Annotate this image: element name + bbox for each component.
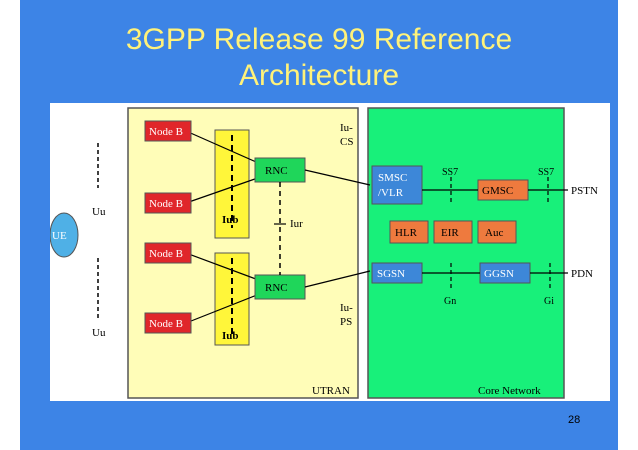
smsc-label-2: /VLR [378, 187, 404, 199]
gi-label: Gi [544, 296, 554, 307]
slide-title: 3GPP Release 99 Reference Architecture [20, 22, 618, 94]
architecture-diagram: UTRAN Core Network Uu Uu UE Iub Iub [50, 103, 610, 401]
core-network-region [367, 107, 565, 399]
slide-title-line1: 3GPP Release 99 Reference [125, 23, 513, 56]
smsc-vlr-box [371, 165, 423, 205]
auc-box [477, 220, 517, 244]
node-b-4-label: Node B [149, 318, 183, 330]
uu-label-top: Uu [92, 206, 106, 218]
node-b-3-label: Node B [149, 248, 183, 260]
iu-ps-label-1: Iu- [340, 302, 353, 314]
pdn-label: PDN [571, 268, 593, 280]
smsc-label-1: SMSC [378, 172, 407, 184]
hlr-label: HLR [395, 227, 418, 239]
ue-node [50, 212, 79, 258]
auc-label: Auc [485, 227, 503, 239]
ggsn-label: GGSN [484, 268, 514, 280]
rnc-2 [254, 274, 306, 300]
node-b-1-label: Node B [149, 126, 183, 138]
node-b-3 [144, 242, 192, 264]
iu-ps-label-2: PS [340, 316, 352, 328]
node-b-1 [144, 120, 192, 142]
eir-label: EIR [441, 227, 459, 239]
eir-box [433, 220, 473, 244]
node-b-2-label: Node B [149, 198, 183, 210]
hlr-box [389, 220, 429, 244]
slide-title-line2: Architecture [238, 59, 400, 92]
core-network-label: Core Network [478, 385, 541, 397]
iub-label-top: Iub [222, 214, 239, 226]
page-number: 28 [568, 414, 581, 426]
ss7-right-label: SS7 [538, 167, 554, 178]
rnc-1-label: RNC [265, 165, 288, 177]
ue-label: UE [52, 230, 67, 242]
slide: 3GPP Release 99 Reference Architecture U… [20, 0, 618, 450]
architecture-svg: UTRAN Core Network Uu Uu UE Iub Iub [50, 107, 598, 399]
uu-label-bottom: Uu [92, 327, 106, 339]
rnc-2-label: RNC [265, 282, 288, 294]
iur-label: Iur [290, 218, 303, 230]
gn-label: Gn [444, 296, 456, 307]
gmsc-label: GMSC [482, 185, 513, 197]
iu-ps-link [304, 270, 371, 288]
iu-cs-label-2: CS [340, 136, 353, 148]
pstn-label: PSTN [571, 185, 598, 197]
ss7-left-label: SS7 [442, 167, 458, 178]
node-b-4 [144, 312, 192, 334]
iu-cs-link [304, 169, 371, 186]
node-b-2 [144, 192, 192, 214]
iu-cs-label-1: Iu- [340, 122, 353, 134]
utran-label: UTRAN [312, 385, 350, 397]
sgsn-label: SGSN [377, 268, 405, 280]
iub-label-bottom: Iub [222, 330, 239, 342]
